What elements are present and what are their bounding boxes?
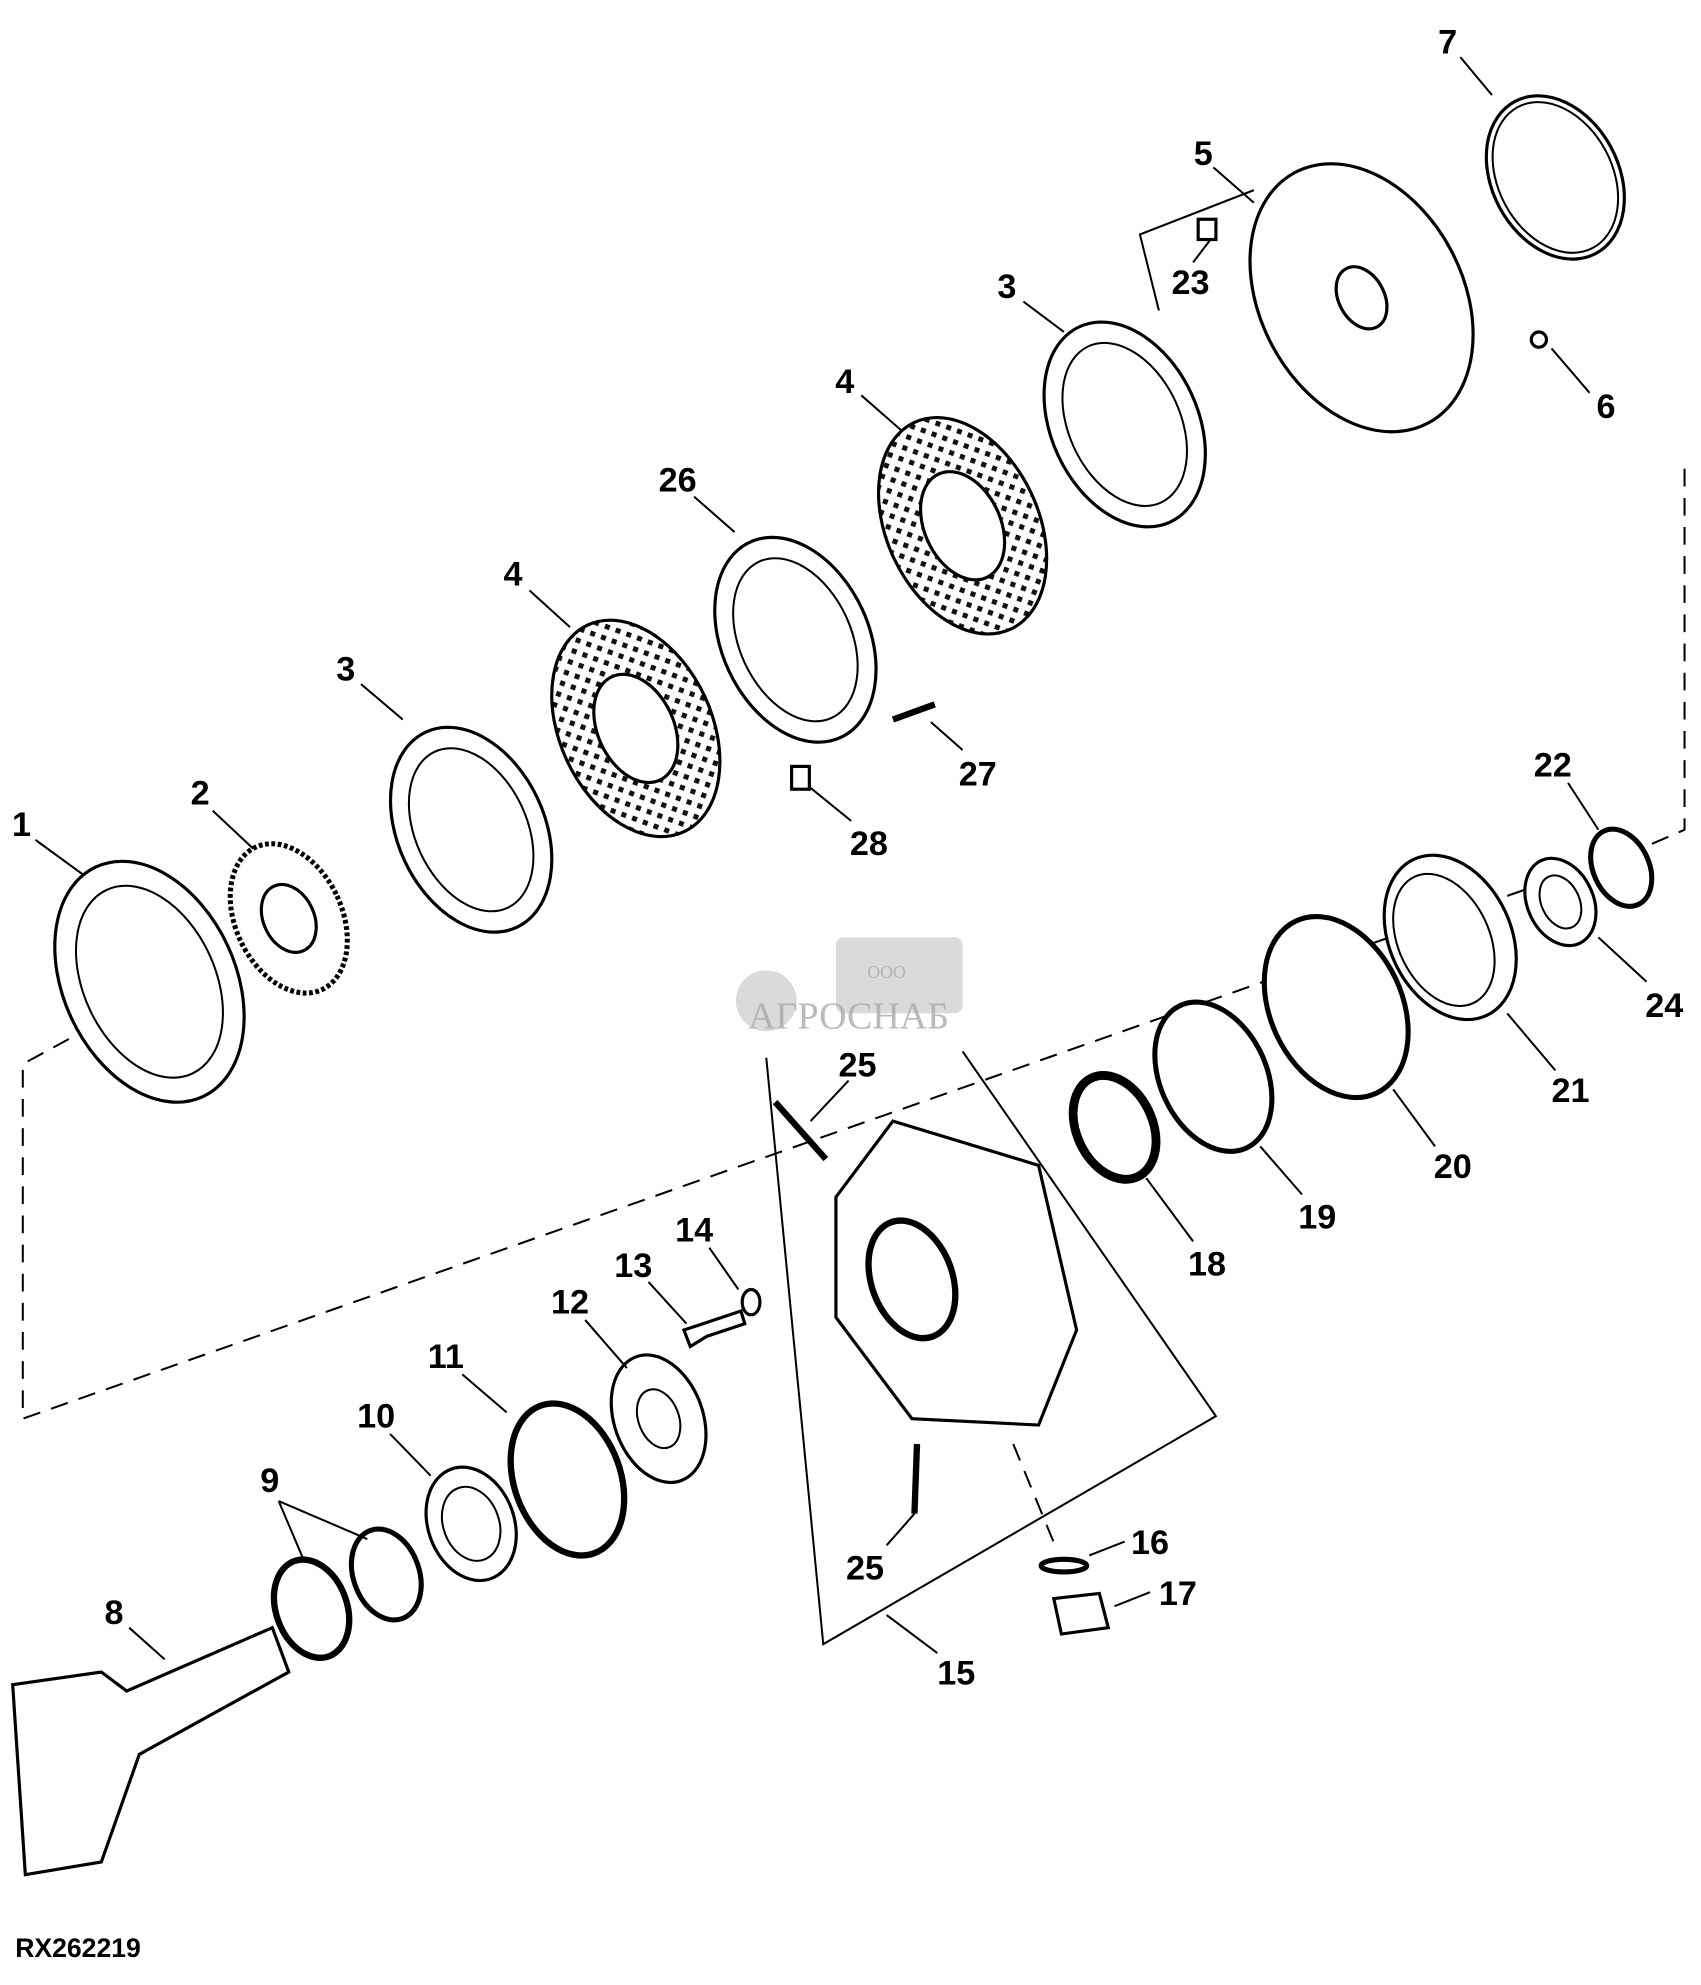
part-19-seal — [1152, 999, 1275, 1154]
callout-1: 1 — [12, 806, 31, 844]
callout-20: 20 — [1434, 1148, 1472, 1186]
callout-15: 15 — [937, 1655, 975, 1693]
watermark-name: АГРОСНАБ — [748, 996, 949, 1038]
part-3-separator-plate-lower — [388, 725, 554, 934]
callout-17: 17 — [1159, 1575, 1197, 1613]
callout-6: 6 — [1596, 388, 1615, 426]
part-11-snap-ring — [507, 1400, 628, 1559]
callout-12: 12 — [551, 1284, 589, 1322]
part-14-washer — [740, 1287, 762, 1317]
callout-9: 9 — [260, 1462, 279, 1500]
part-13-bolt — [681, 1309, 747, 1349]
part-23-plug — [1196, 217, 1218, 242]
callout-2: 2 — [191, 774, 210, 812]
part-22-snap-ring — [1588, 826, 1655, 909]
callout-25-lower: 25 — [846, 1550, 884, 1588]
part-24-washer — [1523, 856, 1598, 948]
part-8-axle-shaft — [10, 1625, 291, 1877]
part-26-plate — [713, 535, 878, 744]
callout-11: 11 — [428, 1338, 464, 1376]
watermark-prefix: ООО — [867, 962, 906, 982]
callout-4-lower: 4 — [503, 555, 522, 593]
callout-22: 22 — [1534, 747, 1572, 785]
part-18-seal — [1068, 1071, 1161, 1184]
callout-10: 10 — [357, 1398, 395, 1436]
callout-18: 18 — [1188, 1246, 1226, 1284]
part-12-bearing — [609, 1353, 708, 1485]
callout-4-upper: 4 — [835, 363, 854, 401]
part-16-o-ring — [1038, 1556, 1090, 1575]
callout-14: 14 — [675, 1211, 713, 1249]
part-3-separator-plate-upper — [1042, 320, 1207, 529]
callout-3-upper: 3 — [997, 268, 1016, 306]
part-21-piston — [1382, 853, 1518, 1022]
figure-id: RX262219 — [15, 1933, 141, 1963]
leader-lines — [34, 56, 1648, 1661]
part-27-pin — [891, 701, 936, 723]
part-20-seal — [1261, 914, 1411, 1101]
part-17-plug — [1051, 1591, 1111, 1636]
callout-16: 16 — [1131, 1524, 1169, 1562]
plug-axis-dashed — [1012, 1443, 1059, 1553]
part-9-seal-b — [270, 1556, 353, 1661]
callout-3-lower: 3 — [336, 650, 355, 688]
part-15-housing — [834, 1119, 1079, 1427]
part-6-ball — [1529, 330, 1549, 349]
callout-27: 27 — [959, 755, 997, 793]
callout-23: 23 — [1172, 264, 1210, 302]
callout-21: 21 — [1552, 1072, 1590, 1110]
part-9-seal-a — [348, 1526, 424, 1623]
part-1-housing-plate — [53, 859, 246, 1104]
callout-28: 28 — [850, 825, 888, 863]
callout-24: 24 — [1645, 987, 1683, 1025]
part-25-screw-lower — [911, 1443, 921, 1514]
callout-5: 5 — [1194, 135, 1213, 173]
callout-13: 13 — [614, 1247, 652, 1285]
part-28-spring — [790, 764, 811, 791]
part-7-o-ring — [1484, 94, 1626, 261]
callout-25-upper: 25 — [838, 1047, 876, 1085]
callout-26: 26 — [659, 462, 697, 500]
callout-7: 7 — [1438, 23, 1457, 61]
callout-19: 19 — [1298, 1199, 1336, 1237]
watermark-logo: ООО АГРОСНАБ — [735, 937, 963, 1038]
callout-8: 8 — [104, 1594, 123, 1632]
part-25-screw-upper — [772, 1099, 829, 1162]
